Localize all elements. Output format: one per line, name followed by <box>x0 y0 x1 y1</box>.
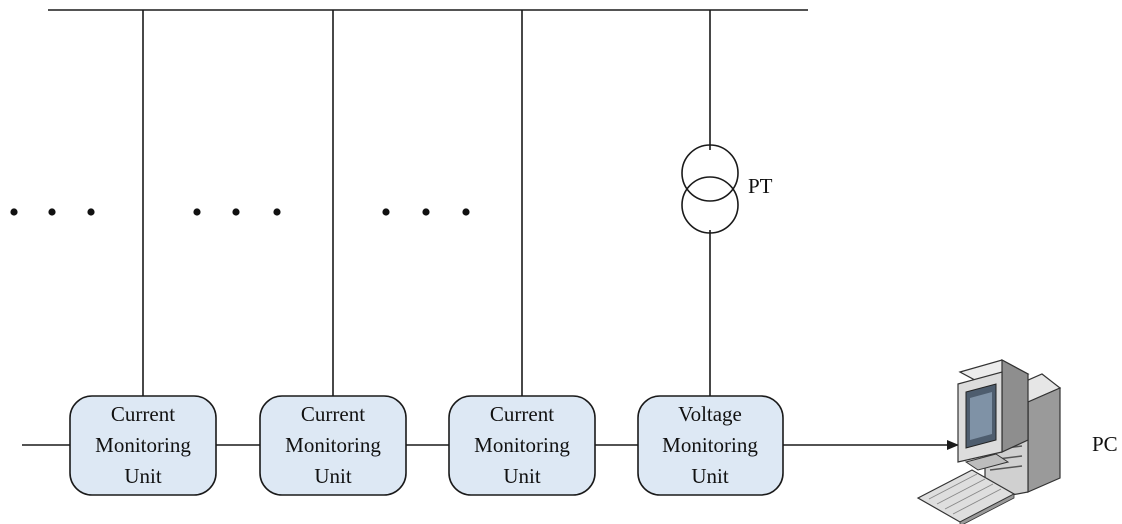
desktop-computer-icon <box>916 358 1062 524</box>
unit-label-line: Current <box>111 402 175 426</box>
unit-label-line: Unit <box>124 464 162 488</box>
unit-label-line: Unit <box>503 464 541 488</box>
unit-label-line: Voltage <box>678 402 742 426</box>
pc-label: PC <box>1092 432 1118 456</box>
unit-label-line: Current <box>301 402 365 426</box>
ellipsis-dots-3 <box>382 208 470 216</box>
unit-label-line: Monitoring <box>285 433 381 457</box>
unit-label-line: Monitoring <box>95 433 191 457</box>
unit-label-line: Monitoring <box>662 433 758 457</box>
ellipsis-dots-2 <box>193 208 281 216</box>
unit-label-line: Unit <box>314 464 352 488</box>
current-monitoring-unit-3: Current Monitoring Unit <box>448 395 596 496</box>
current-monitoring-unit-1: Current Monitoring Unit <box>69 395 217 496</box>
transformer-label: PT <box>748 174 773 198</box>
unit-label-line: Current <box>490 402 554 426</box>
voltage-monitoring-unit: Voltage Monitoring Unit <box>637 395 784 496</box>
unit-label-line: Unit <box>691 464 729 488</box>
unit-label-line: Monitoring <box>474 433 570 457</box>
potential-transformer-icon <box>681 144 739 234</box>
ellipsis-dots-1 <box>10 208 95 216</box>
current-monitoring-unit-2: Current Monitoring Unit <box>259 395 407 496</box>
